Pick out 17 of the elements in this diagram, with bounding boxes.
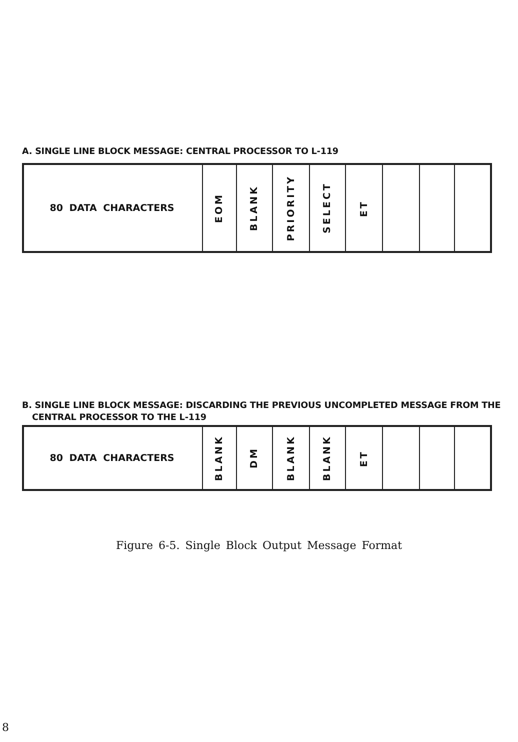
table-heading: B. SINGLE LINE BLOCK MESSAGE: DISCARDING THE PREVIOUS UNCOMPLETED MESSAGE FROM THE CENTRAL PROCESSOR TO THE L-119 bbox=[22, 400, 502, 424]
field-label: 80 DATA CHARACTERS bbox=[50, 452, 174, 464]
table-heading: A. SINGLE LINE BLOCK MESSAGE: CENTRAL PROCESSOR TO L-119 bbox=[22, 146, 340, 158]
field-label: DM bbox=[249, 447, 260, 469]
page-number: 8 bbox=[2, 721, 9, 734]
field-label: BLANK bbox=[214, 435, 225, 481]
field-label: BLANK bbox=[249, 185, 260, 231]
field-label: ET bbox=[358, 450, 370, 466]
field-label: 80 DATA CHARACTERS bbox=[50, 202, 174, 214]
figure-caption: Figure 6-5. Single Block Output Message Format bbox=[114, 539, 404, 552]
field-label: ET bbox=[358, 200, 370, 216]
field-label: EOM bbox=[214, 192, 225, 224]
field-label: SELECT bbox=[322, 182, 333, 234]
field-label: BLANK bbox=[322, 435, 333, 481]
field-label: PRIORITY bbox=[286, 174, 296, 242]
message-format-table bbox=[22, 146, 492, 253]
field-label: BLANK bbox=[286, 435, 296, 481]
